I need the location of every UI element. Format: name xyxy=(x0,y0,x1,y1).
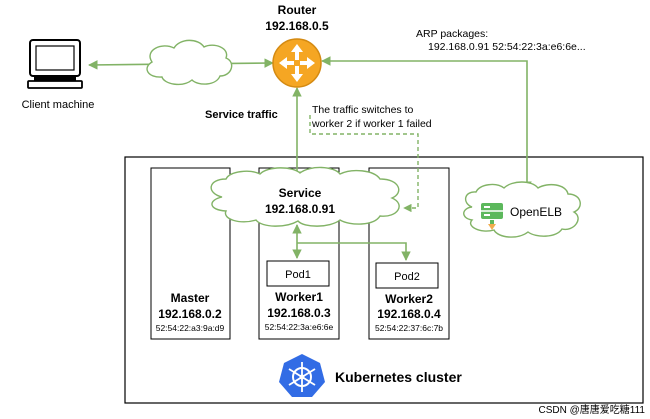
router-ip: 192.168.0.5 xyxy=(265,19,329,33)
cluster-label: Kubernetes cluster xyxy=(335,369,462,385)
internet-cloud xyxy=(146,39,233,86)
failover-note-line2: worker 2 if worker 1 failed xyxy=(311,118,432,130)
pod1-label: Pod1 xyxy=(285,269,311,281)
openelb-server-icon xyxy=(481,203,503,230)
worker2-title: Worker2 xyxy=(385,292,433,306)
master-title: Master xyxy=(171,291,210,305)
worker2-mac: 52:54:22:37:6c:7b xyxy=(375,323,443,333)
arp-entry: 192.168.0.91 52:54:22:3a:e6:6e... xyxy=(428,41,586,53)
master-ip: 192.168.0.2 xyxy=(158,307,222,321)
client-label: Client machine xyxy=(22,99,95,111)
worker2-ip: 192.168.0.4 xyxy=(377,307,441,321)
pod2-label: Pod2 xyxy=(394,271,420,283)
computer-icon xyxy=(27,39,83,89)
worker1-mac: 52:54:22:3a:e6:6e xyxy=(265,322,334,332)
pod1-box xyxy=(266,260,330,287)
failover-note-line1: The traffic switches to xyxy=(312,104,414,116)
pod2-box xyxy=(375,262,439,289)
openelb-label: OpenELB xyxy=(510,205,562,219)
watermark: CSDN @唐唐爱吃糖111 xyxy=(539,403,646,416)
service-traffic-label: Service traffic xyxy=(205,109,278,121)
service-pod2-link xyxy=(297,242,411,261)
arp-label: ARP packages: xyxy=(416,28,488,40)
router-icon xyxy=(272,38,322,88)
service-ip: 192.168.0.91 xyxy=(265,202,335,216)
kubernetes-logo-icon xyxy=(279,354,325,397)
worker1-title: Worker1 xyxy=(275,290,323,304)
failover-dashed-path xyxy=(309,115,419,213)
master-node-box xyxy=(150,167,231,340)
master-mac: 52:54:22:a3:9a:d9 xyxy=(156,323,225,333)
service-cloud xyxy=(210,166,400,227)
service-title: Service xyxy=(279,186,322,200)
router-title: Router xyxy=(278,3,317,17)
router-openelb-arp-link xyxy=(321,56,532,191)
worker1-ip: 192.168.0.3 xyxy=(267,306,331,320)
